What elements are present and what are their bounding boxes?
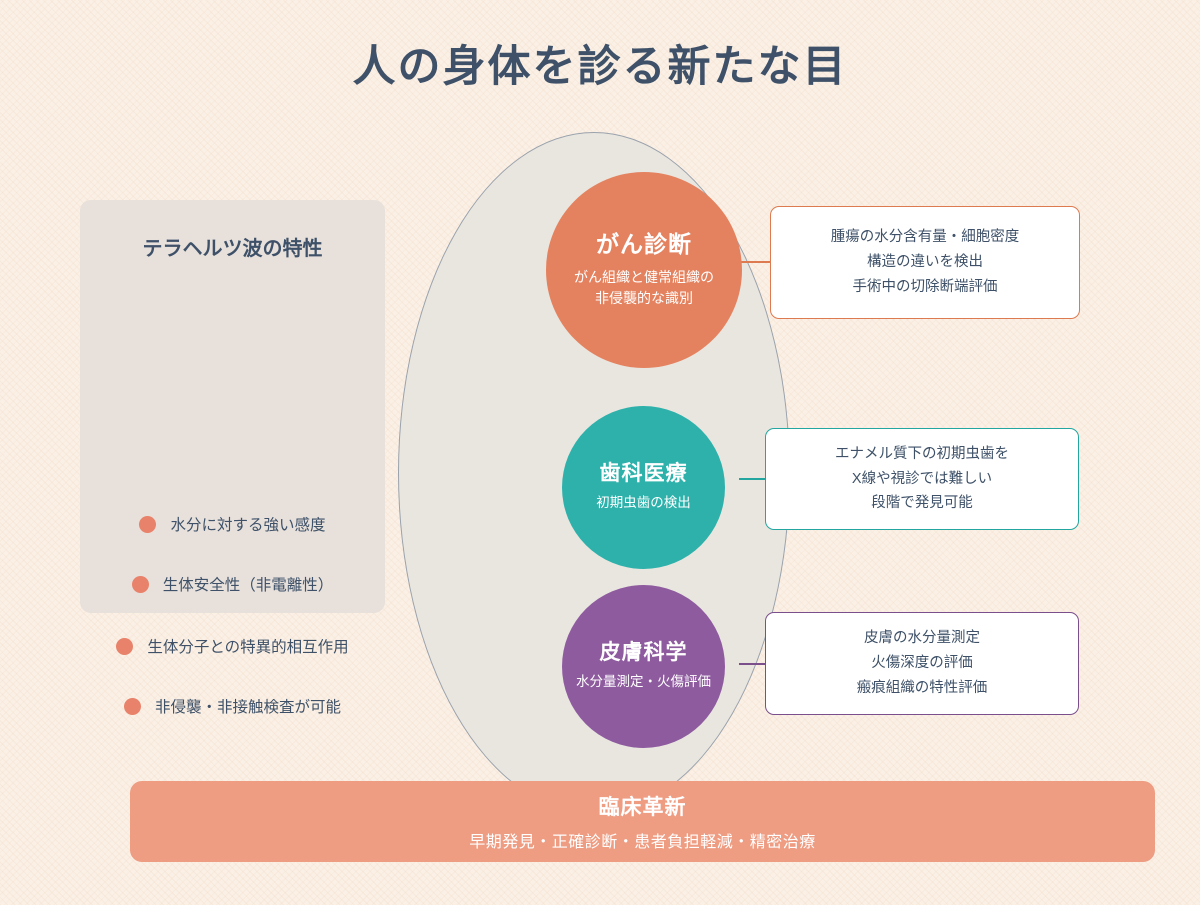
property-item: 生体分子との特異的相互作用 [80,634,385,658]
property-label: 生体分子との特異的相互作用 [147,639,349,656]
banner-title: 臨床革新 [598,796,687,819]
domain-title: 皮膚科学 [599,641,688,665]
property-label: 生体安全性（非電離性） [162,577,334,594]
property-label: 水分に対する強い感度 [170,517,326,534]
detail-box-dental: エナメル質下の初期虫歯を X線や視診では難しい 段階で発見可能 [765,428,1079,530]
property-item: 非侵襲・非接触検査が可能 [80,694,385,718]
bullet-dot-icon [131,575,149,593]
terahertz-properties-panel: テラヘルツ波の特性 水分に対する強い感度 生体安全性（非電離性） 生体分子との特… [80,200,385,716]
property-item: 生体安全性（非電離性） [80,572,385,596]
banner-subtitle: 早期発見・正確診断・患者負担軽減・精密治療 [469,834,816,851]
property-item: 水分に対する強い感度 [80,512,385,536]
detail-box-dermatology: 皮膚の水分量測定 火傷深度の評価 瘢痕組織の特性評価 [765,612,1079,715]
bullet-dot-icon [116,637,134,655]
detail-box-cancer: 腫瘍の水分含有量・細胞密度 構造の違いを検出 手術中の切除断端評価 [770,206,1080,319]
domain-subtitle: 初期虫歯の検出 [596,495,691,511]
domain-circle-dental[interactable]: 歯科医療 初期虫歯の検出 [562,406,725,569]
domain-circle-dermatology[interactable]: 皮膚科学 水分量測定・火傷評価 [562,585,725,748]
bullet-dot-icon [123,697,141,715]
clinical-innovation-banner: 臨床革新 早期発見・正確診断・患者負担軽減・精密治療 [130,781,1155,862]
connector-line-dental [739,478,773,480]
connector-line-cancer [739,261,773,263]
domain-title: がん診断 [596,230,692,257]
properties-panel-title: テラヘルツ波の特性 [142,238,323,260]
domain-circle-cancer[interactable]: がん診断 がん組織と健常組織の 非侵襲的な識別 [546,172,742,368]
domain-title: 歯科医療 [599,462,688,486]
domain-subtitle: 水分量測定・火傷評価 [576,674,711,690]
domain-subtitle: がん組織と健常組織の 非侵襲的な識別 [574,269,714,307]
connector-line-dermatology [739,663,773,665]
bullet-dot-icon [139,515,157,533]
property-label: 非侵襲・非接触検査が可能 [154,699,341,716]
page-title: 人の身体を診る新たな目 [352,43,848,91]
